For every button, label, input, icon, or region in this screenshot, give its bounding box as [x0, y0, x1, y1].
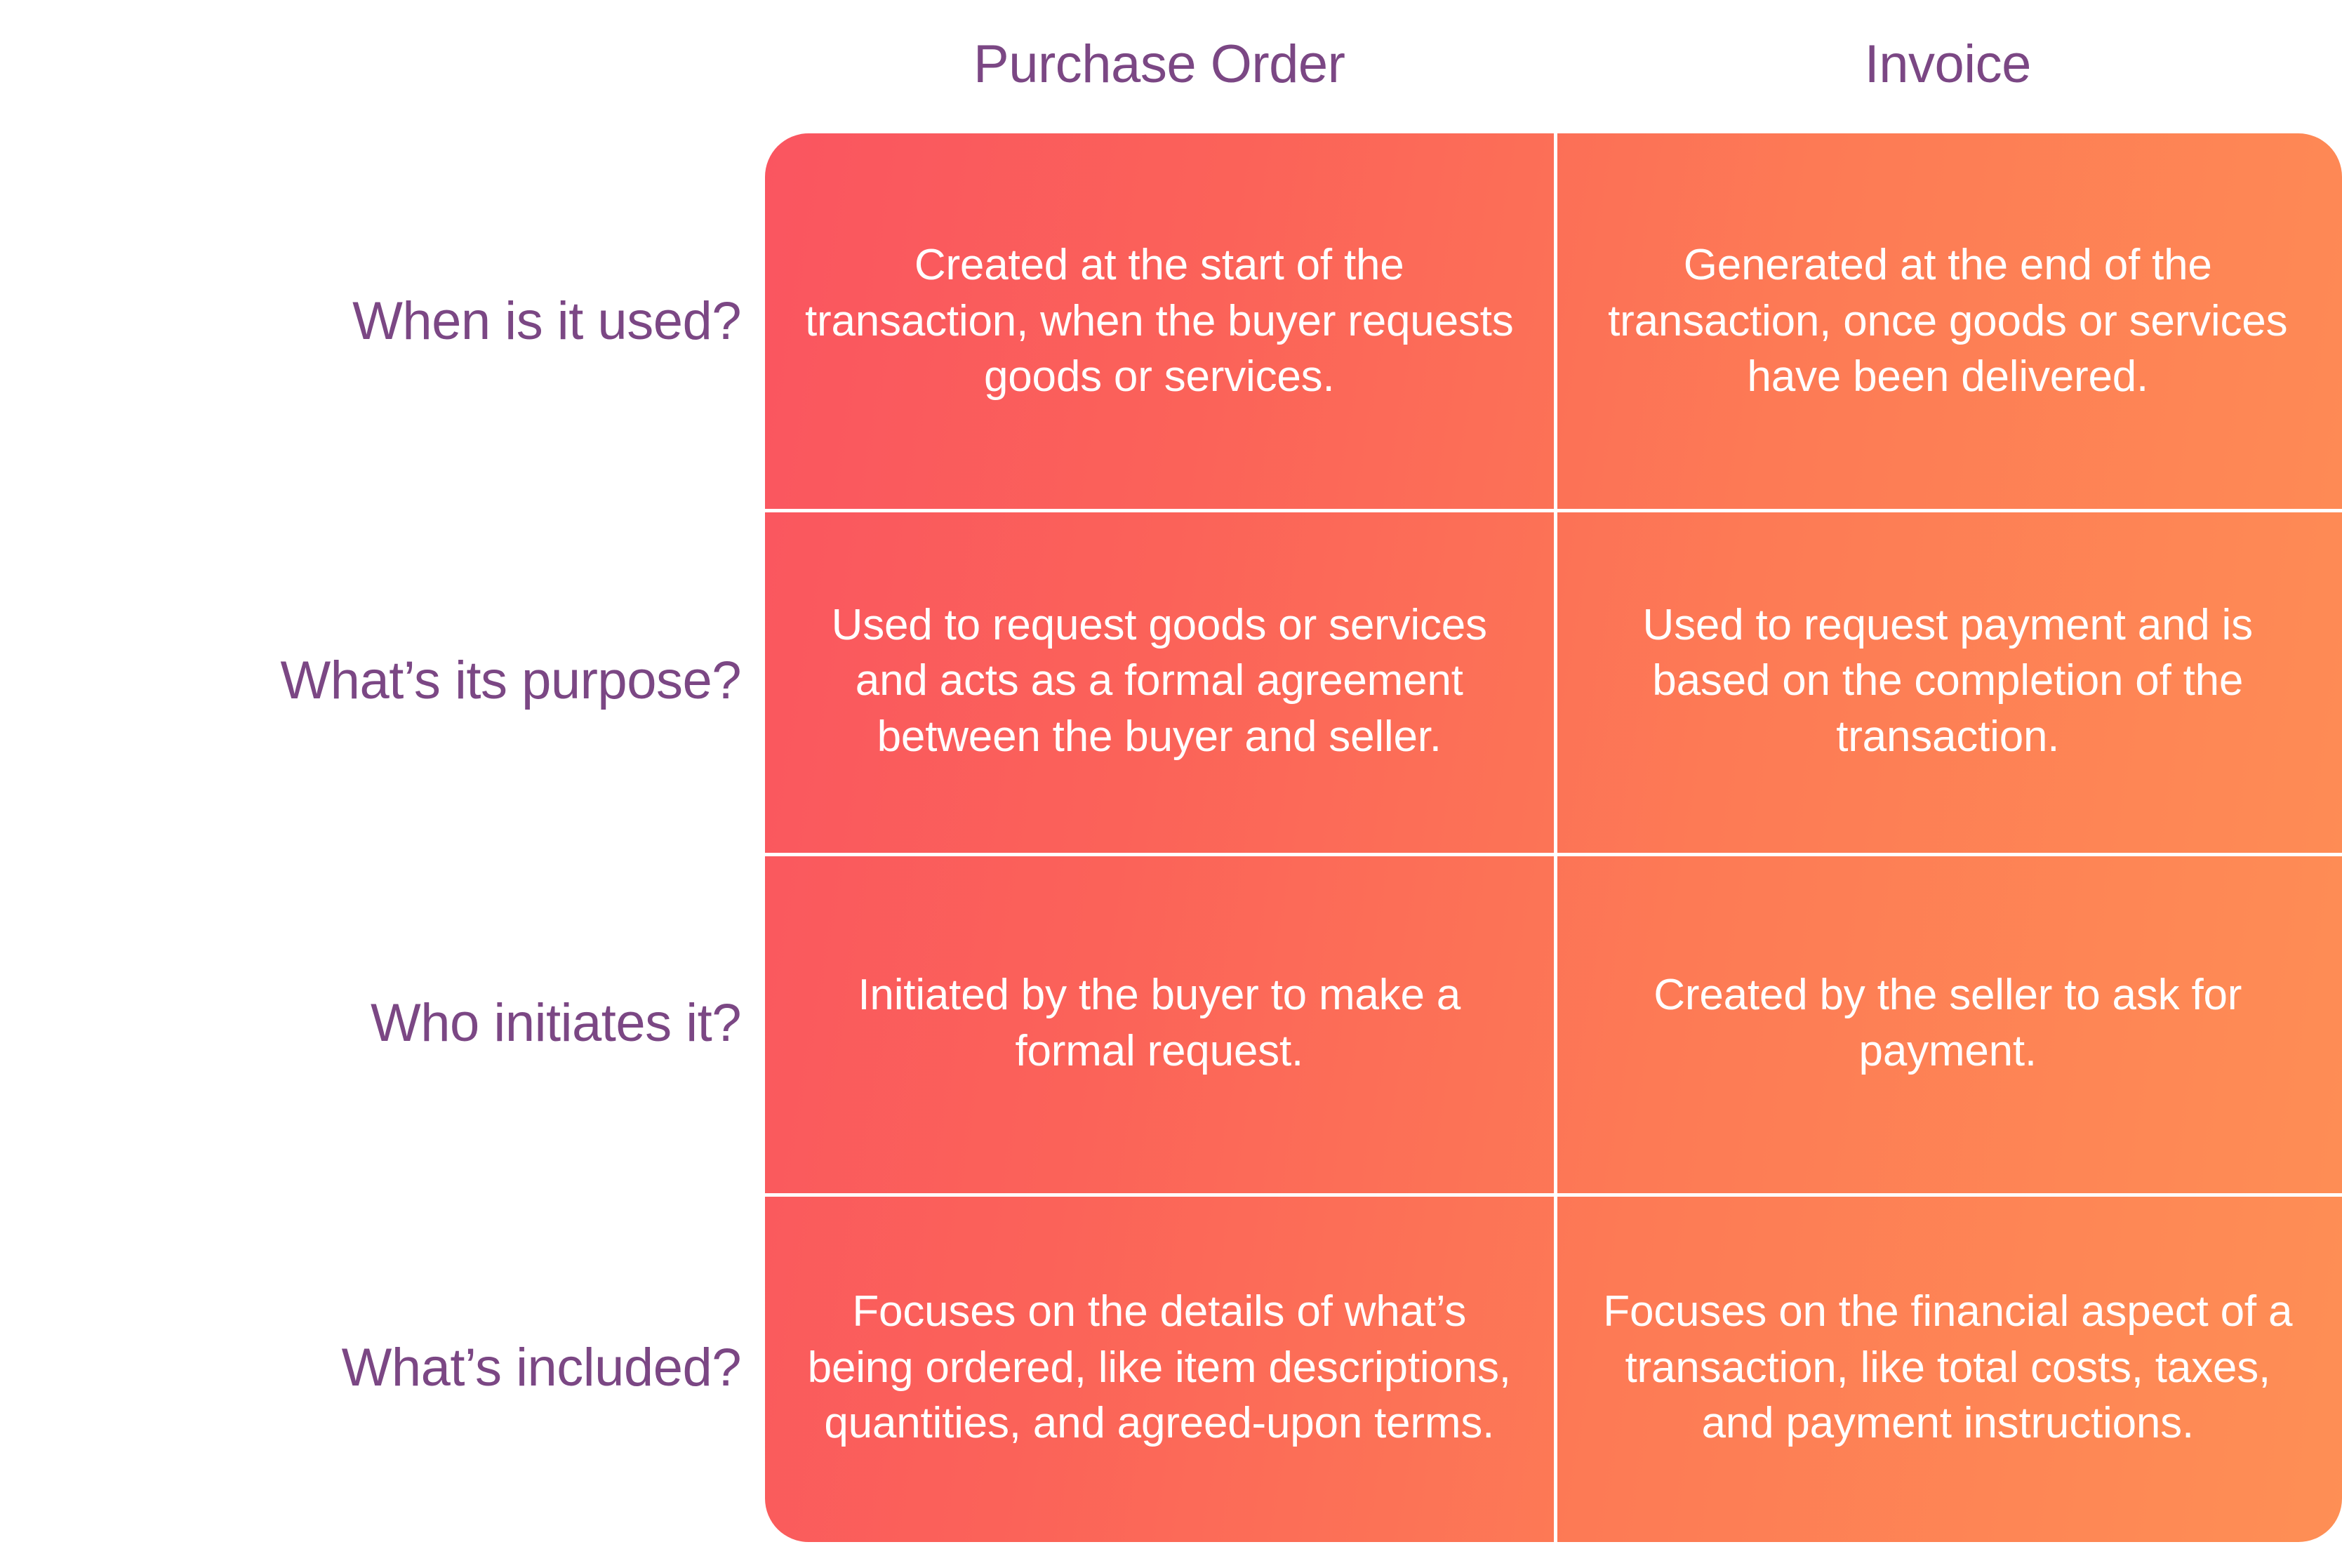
row-label-whats-included: What’s included?	[341, 1337, 742, 1397]
row-label-when-is-it-used: When is it used?	[352, 291, 741, 351]
cell-purchase-order-whats-its-purpose: Used to request goods or services and ac…	[765, 509, 1554, 853]
cell-purchase-order-whats-included: Focuses on the details of what’s being o…	[765, 1193, 1554, 1542]
column-headers: Purchase Order Invoice	[765, 0, 2342, 133]
row-label-column: When is it used? What’s its purpose? Who…	[0, 133, 765, 1542]
cell-text: Focuses on the financial aspect of a tra…	[1603, 1287, 2293, 1448]
column-header-purchase-order: Purchase Order	[973, 34, 1345, 94]
cell-text: Focuses on the details of what’s being o…	[807, 1287, 1511, 1448]
cell-invoice-who-initiates-it: Created by the seller to ask for payment…	[1553, 853, 2342, 1193]
cell-purchase-order-when-is-it-used: Created at the start of the transaction,…	[765, 133, 1554, 509]
table-row: Focuses on the details of what’s being o…	[765, 1193, 2342, 1542]
cell-invoice-whats-included: Focuses on the financial aspect of a tra…	[1553, 1193, 2342, 1542]
row-label-who-initiates-it: Who initiates it?	[371, 992, 741, 1053]
cell-purchase-order-who-initiates-it: Initiated by the buyer to make a formal …	[765, 853, 1554, 1193]
cell-text: Created at the start of the transaction,…	[804, 241, 1514, 401]
table-row: Created at the start of the transaction,…	[765, 133, 2342, 509]
cell-text: Used to request payment and is based on …	[1642, 600, 2254, 761]
comparison-table: Created at the start of the transaction,…	[765, 133, 2342, 1542]
cell-text: Used to request goods or services and ac…	[831, 600, 1487, 761]
cell-invoice-when-is-it-used: Generated at the end of the transaction,…	[1553, 133, 2342, 509]
cell-text: Initiated by the buyer to make a formal …	[858, 971, 1461, 1075]
table-row: Initiated by the buyer to make a formal …	[765, 853, 2342, 1193]
row-label-whats-its-purpose: What’s its purpose?	[280, 651, 741, 711]
cell-invoice-whats-its-purpose: Used to request payment and is based on …	[1553, 509, 2342, 853]
column-header-invoice: Invoice	[1864, 34, 2032, 94]
cell-text: Created by the seller to ask for payment…	[1654, 971, 2242, 1075]
table-row: Used to request goods or services and ac…	[765, 509, 2342, 853]
cell-text: Generated at the end of the transaction,…	[1608, 241, 2288, 401]
